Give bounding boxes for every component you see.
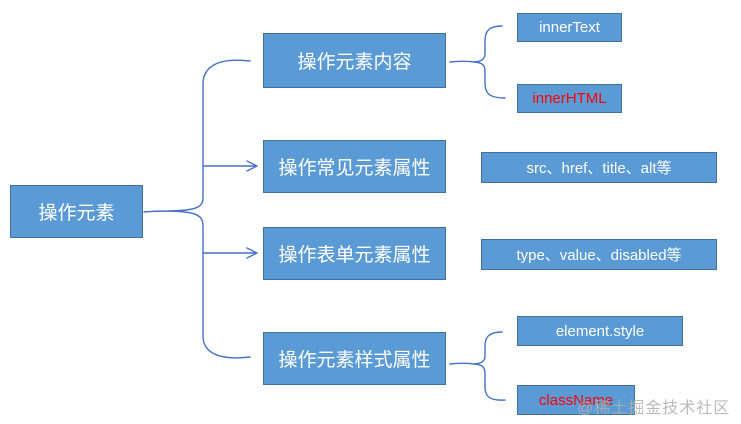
- arrow-branch-2: [202, 247, 258, 259]
- arrow-branch-1: [202, 160, 258, 172]
- branch-node-common-attributes: 操作常见元素属性: [263, 140, 446, 193]
- leaf-node-innertext: innerText: [517, 13, 622, 42]
- watermark-text: @稀土掘金技术社区: [577, 400, 731, 417]
- branch-node-style-attributes: 操作元素样式属性: [263, 332, 446, 385]
- leaf-node-form-attr-list: type、value、disabled等: [481, 239, 717, 270]
- leaf-node-element-style: element.style: [517, 316, 683, 346]
- leaf-node-common-attr-list: src、href、title、alt等: [481, 152, 717, 183]
- branch-node-form-attributes: 操作表单元素属性: [263, 227, 446, 280]
- leaf-node-innerhtml: innerHTML: [517, 84, 622, 113]
- root-brace-connector: [143, 59, 251, 359]
- branch-node-element-content: 操作元素内容: [263, 33, 446, 88]
- brace-branch-0: [449, 25, 506, 99]
- leaf-node-classname: className: [517, 385, 635, 415]
- root-node: 操作元素: [10, 185, 143, 238]
- brace-branch-3: [449, 331, 506, 401]
